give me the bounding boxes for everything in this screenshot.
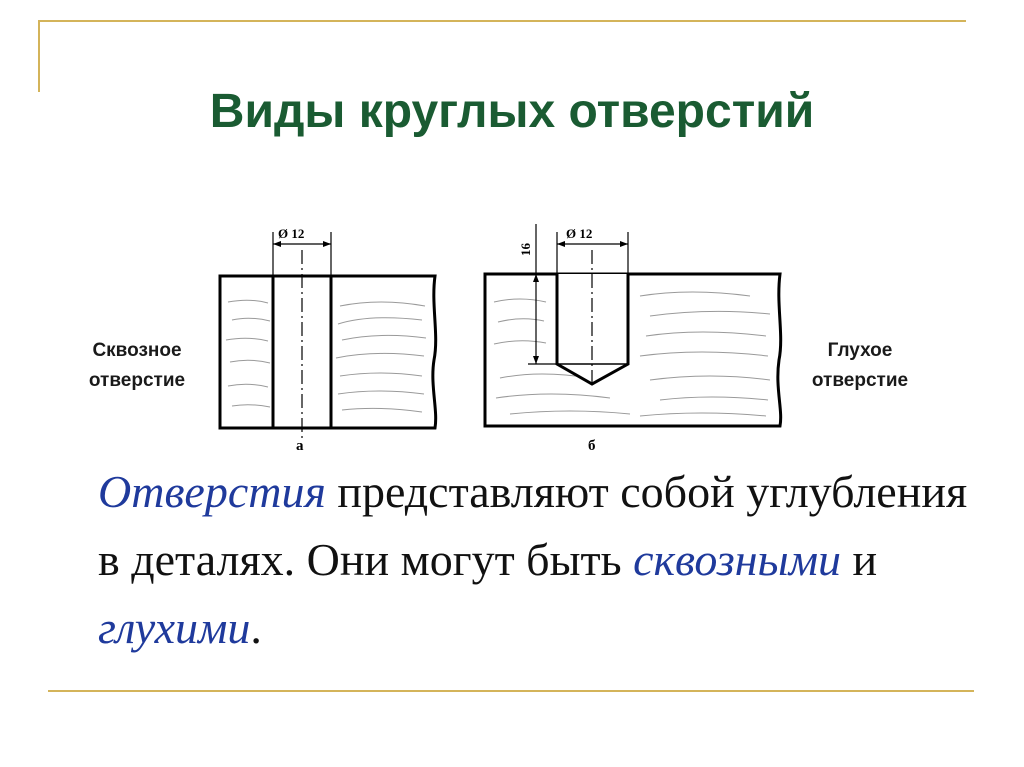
term-through: сквозными bbox=[633, 534, 842, 585]
label-b: б bbox=[588, 438, 596, 454]
through-hole-caption-line1: Сквозное bbox=[92, 340, 182, 361]
definition-text-3: . bbox=[250, 602, 262, 653]
left-rule bbox=[38, 20, 40, 92]
depth-dim-arrow-bottom bbox=[533, 356, 539, 364]
blind-hole-caption: Глухое отверстие bbox=[780, 336, 940, 396]
definition-text-2: и bbox=[841, 534, 878, 585]
top-rule bbox=[38, 20, 966, 22]
through-dim-arrow-left bbox=[273, 241, 281, 247]
term-holes: Отверстия bbox=[98, 466, 326, 517]
through-part-hatching bbox=[225, 299, 427, 413]
definition-text-1: представляют собой углубления в деталях.… bbox=[98, 466, 968, 585]
label-a: а bbox=[296, 438, 304, 454]
bottom-rule bbox=[48, 690, 974, 692]
blind-part-outline bbox=[483, 272, 783, 428]
through-hole-caption-line2: отверстие bbox=[88, 370, 186, 391]
blind-hole-drawing: Ø 12 16 б bbox=[483, 224, 783, 454]
depth-dim-arrow-top bbox=[533, 274, 539, 282]
blind-dim-arrow-right bbox=[620, 241, 628, 247]
blind-part-hatching bbox=[493, 291, 771, 417]
blind-dim-arrow-left bbox=[557, 241, 565, 247]
through-dim-label: Ø 12 bbox=[278, 226, 304, 241]
depth-dim-label: 16 bbox=[518, 243, 533, 257]
blind-hole-caption-line1: Глухое bbox=[827, 340, 893, 361]
through-hole-drawing: Ø 12 а bbox=[218, 226, 438, 454]
through-hole-caption: Сквозное отверстие bbox=[62, 336, 212, 396]
term-blind: глухими bbox=[98, 602, 251, 653]
slide-title: Виды круглых отверстий bbox=[209, 85, 815, 138]
holes-diagram: Ø 12 а Ø 12 bbox=[218, 224, 783, 454]
through-dim-arrow-right bbox=[323, 241, 331, 247]
definition-paragraph: Отверстия представляют собой углубления … bbox=[98, 458, 978, 662]
blind-dim-label: Ø 12 bbox=[566, 226, 592, 241]
blind-hole-caption-line2: отверстие bbox=[811, 370, 909, 391]
